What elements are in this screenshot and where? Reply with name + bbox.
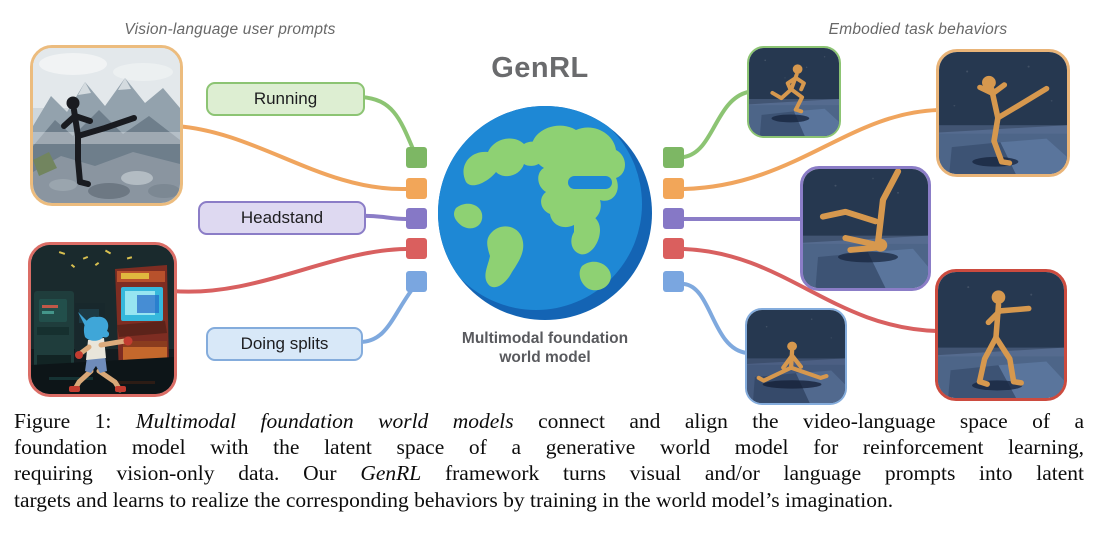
prompt-doing-splits-label: Doing splits [240,334,329,353]
caption-line-3-rest: framework turns visual and/or language p… [421,461,1084,486]
caption-line-4: targets and learns to realize the corres… [14,487,894,512]
connector-latent-to-running [682,90,750,159]
right-panel-label: Embodied task behaviors [828,21,1008,38]
connector-splits-to-latent [356,289,413,345]
latent-square-left-blue [406,271,427,292]
latent-square-right-green [663,147,684,168]
karate-kick-art [33,48,180,203]
behavior-punching-image [935,269,1067,401]
behavior-splits-image [745,308,847,405]
connector-headstand-to-latent [360,213,408,221]
connector-running-to-latent [359,95,415,151]
latent-square-right-red [663,238,684,259]
splits-humanoid-art [747,310,845,403]
prompt-headstand: Headstand [198,201,366,235]
kicking-humanoid-art [939,52,1067,174]
model-subtitle: Multimodal foundation world model [425,329,665,367]
connector-latent-to-punch [682,247,939,333]
left-panel-label: Vision-language user prompts [124,21,336,38]
prompt-doing-splits: Doing splits [206,327,363,361]
connector-arcade-to-latent [170,247,408,294]
caption-emph-multimodal: Multimodal foundation world models [135,409,514,433]
prompt-running: Running [206,82,365,116]
connector-karate-to-latent [174,124,408,192]
connector-latent-to-splits [682,282,749,355]
behavior-headstand-image [800,166,931,291]
caption-line-1: Figure 1: Multimodal foundation world mo… [14,408,1084,434]
running-humanoid-art [749,48,839,136]
behavior-kicking-image [936,49,1070,177]
connector-lines [170,90,940,355]
arcade-fighter-image [28,242,177,397]
behavior-running-image [747,46,841,138]
model-title: GenRL [491,52,589,84]
caption-line-3: requiring vision-only data. Our GenRL fr… [14,460,1084,486]
model-subtitle-line1: Multimodal foundation [461,330,629,347]
latent-square-left-green [406,147,427,168]
latent-square-left-orange [406,178,427,199]
caption-line-3-start: requiring vision-only data. Our [14,461,361,486]
latent-square-right-purple [663,208,684,229]
headstand-humanoid-art [803,169,928,288]
caption-line-1-rest: connect and align the video-language spa… [513,409,1085,433]
latent-square-right-blue [663,271,684,292]
caption-line-2: foundation model with the latent space o… [14,435,1084,460]
caption-emph-genrl: GenRL [360,461,422,486]
globe-illustration [438,106,652,320]
prompt-headstand-label: Headstand [240,208,324,227]
karate-kick-photo [30,45,183,206]
punching-humanoid-art [938,272,1064,398]
caption-figure-number: Figure 1: [14,409,136,433]
latent-square-right-orange [663,178,684,199]
arcade-fighter-art [31,245,174,394]
latent-square-left-purple [406,208,427,229]
latent-square-left-red [406,238,427,259]
model-subtitle-line2: world model [499,349,591,366]
connector-latent-to-kick [682,108,940,191]
figure-caption: Figure 1: Multimodal foundation world mo… [14,408,1084,513]
prompt-running-label: Running [253,89,318,108]
